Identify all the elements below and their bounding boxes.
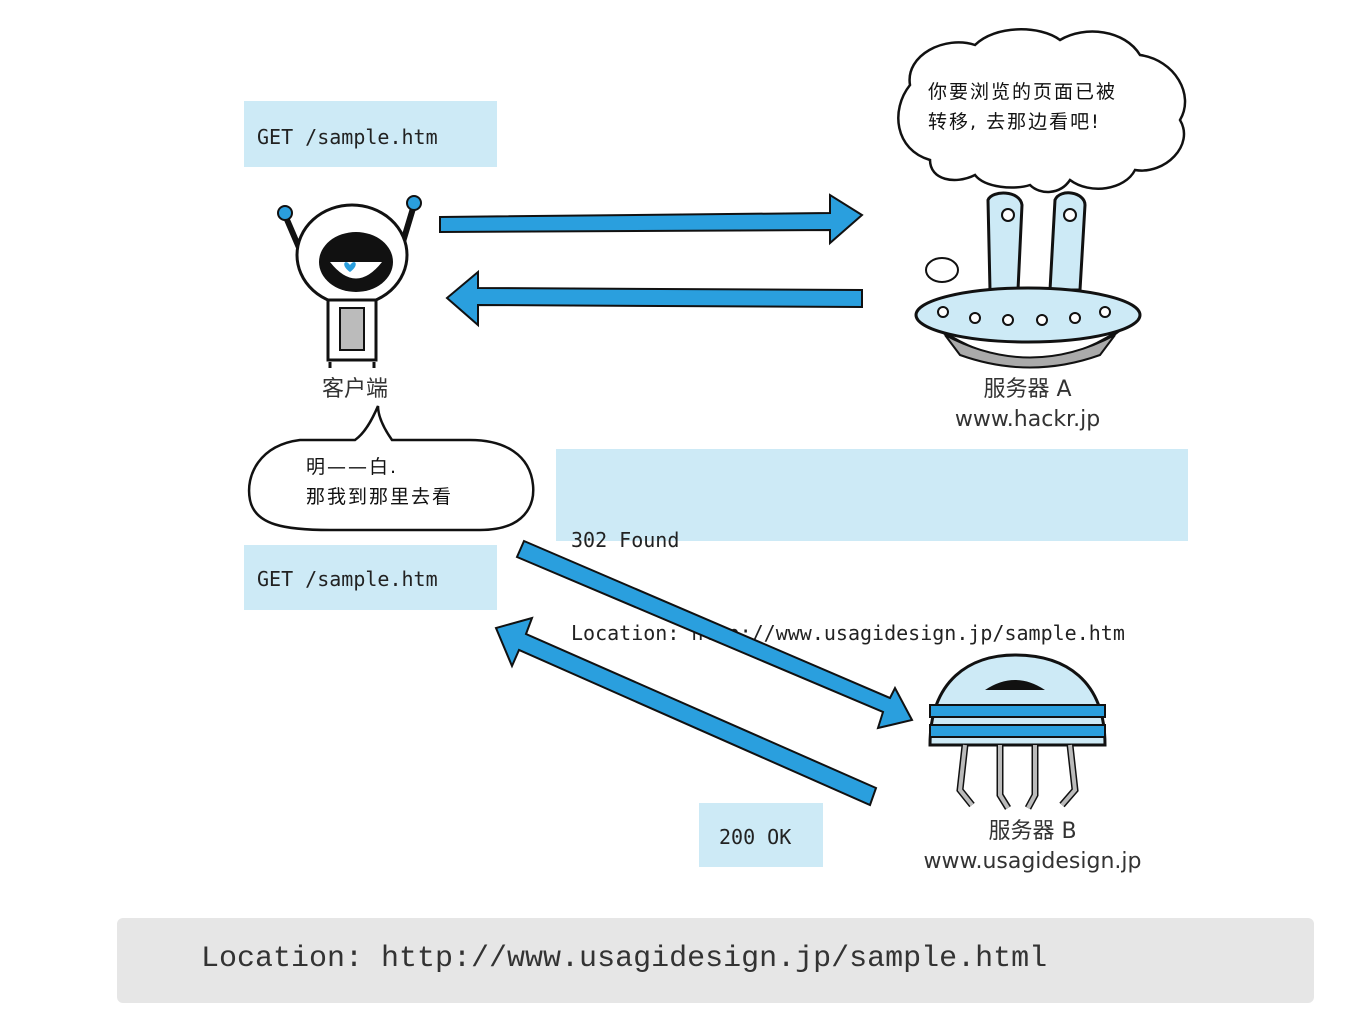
server-a-speech-line2: 转移, 去那边看吧! [928,111,1101,133]
redirect-status-text: 302 Found [571,528,680,552]
server-a-speech: 你要浏览的页面已被 转移, 去那边看吧! [928,77,1117,137]
location-footer: Location: http://www.usagidesign.jp/samp… [117,918,1314,1003]
redirect-response-label: 302 Found Location: http://www.usagidesi… [556,449,1188,645]
client-speech-bubble [247,405,535,532]
server-a-speech-line1: 你要浏览的页面已被 [928,81,1118,103]
arrow-request-to-server-b [515,539,914,730]
second-request-label: GET /sample.htm [244,545,497,610]
client-speech-line2: 那我到那里去看 [306,486,454,508]
server-a-speech-cloud [897,28,1187,194]
client-speech: 明——白. 那我到那里去看 [306,452,453,512]
server-b-label: 服务器 B [988,819,1077,844]
arrow-ok-to-client [494,616,878,807]
server-b-dome-icon [928,653,1107,810]
client-robot-icon [277,195,422,368]
location-footer-text: Location: http://www.usagidesign.jp/samp… [201,942,1048,976]
server-b-host: www.usagidesign.jp [923,849,1142,874]
server-a-caption: 服务器 A www.hackr.jp [925,375,1130,435]
server-b-caption: 服务器 B www.usagidesign.jp [915,817,1150,877]
final-response-label: 200 OK [699,803,823,867]
server-a-ufo-icon [914,191,1142,369]
client-label: 客户端 [321,377,388,402]
server-a-label: 服务器 A [983,377,1072,402]
arrow-redirect-to-client [445,269,863,328]
client-speech-line1: 明——白. [306,456,399,478]
redirect-location-text: Location: http://www.usagidesign.jp/samp… [571,621,1125,645]
arrow-request-to-server-a [439,193,864,246]
first-request-label: GET /sample.htm [244,101,497,167]
server-a-host: www.hackr.jp [954,407,1101,432]
